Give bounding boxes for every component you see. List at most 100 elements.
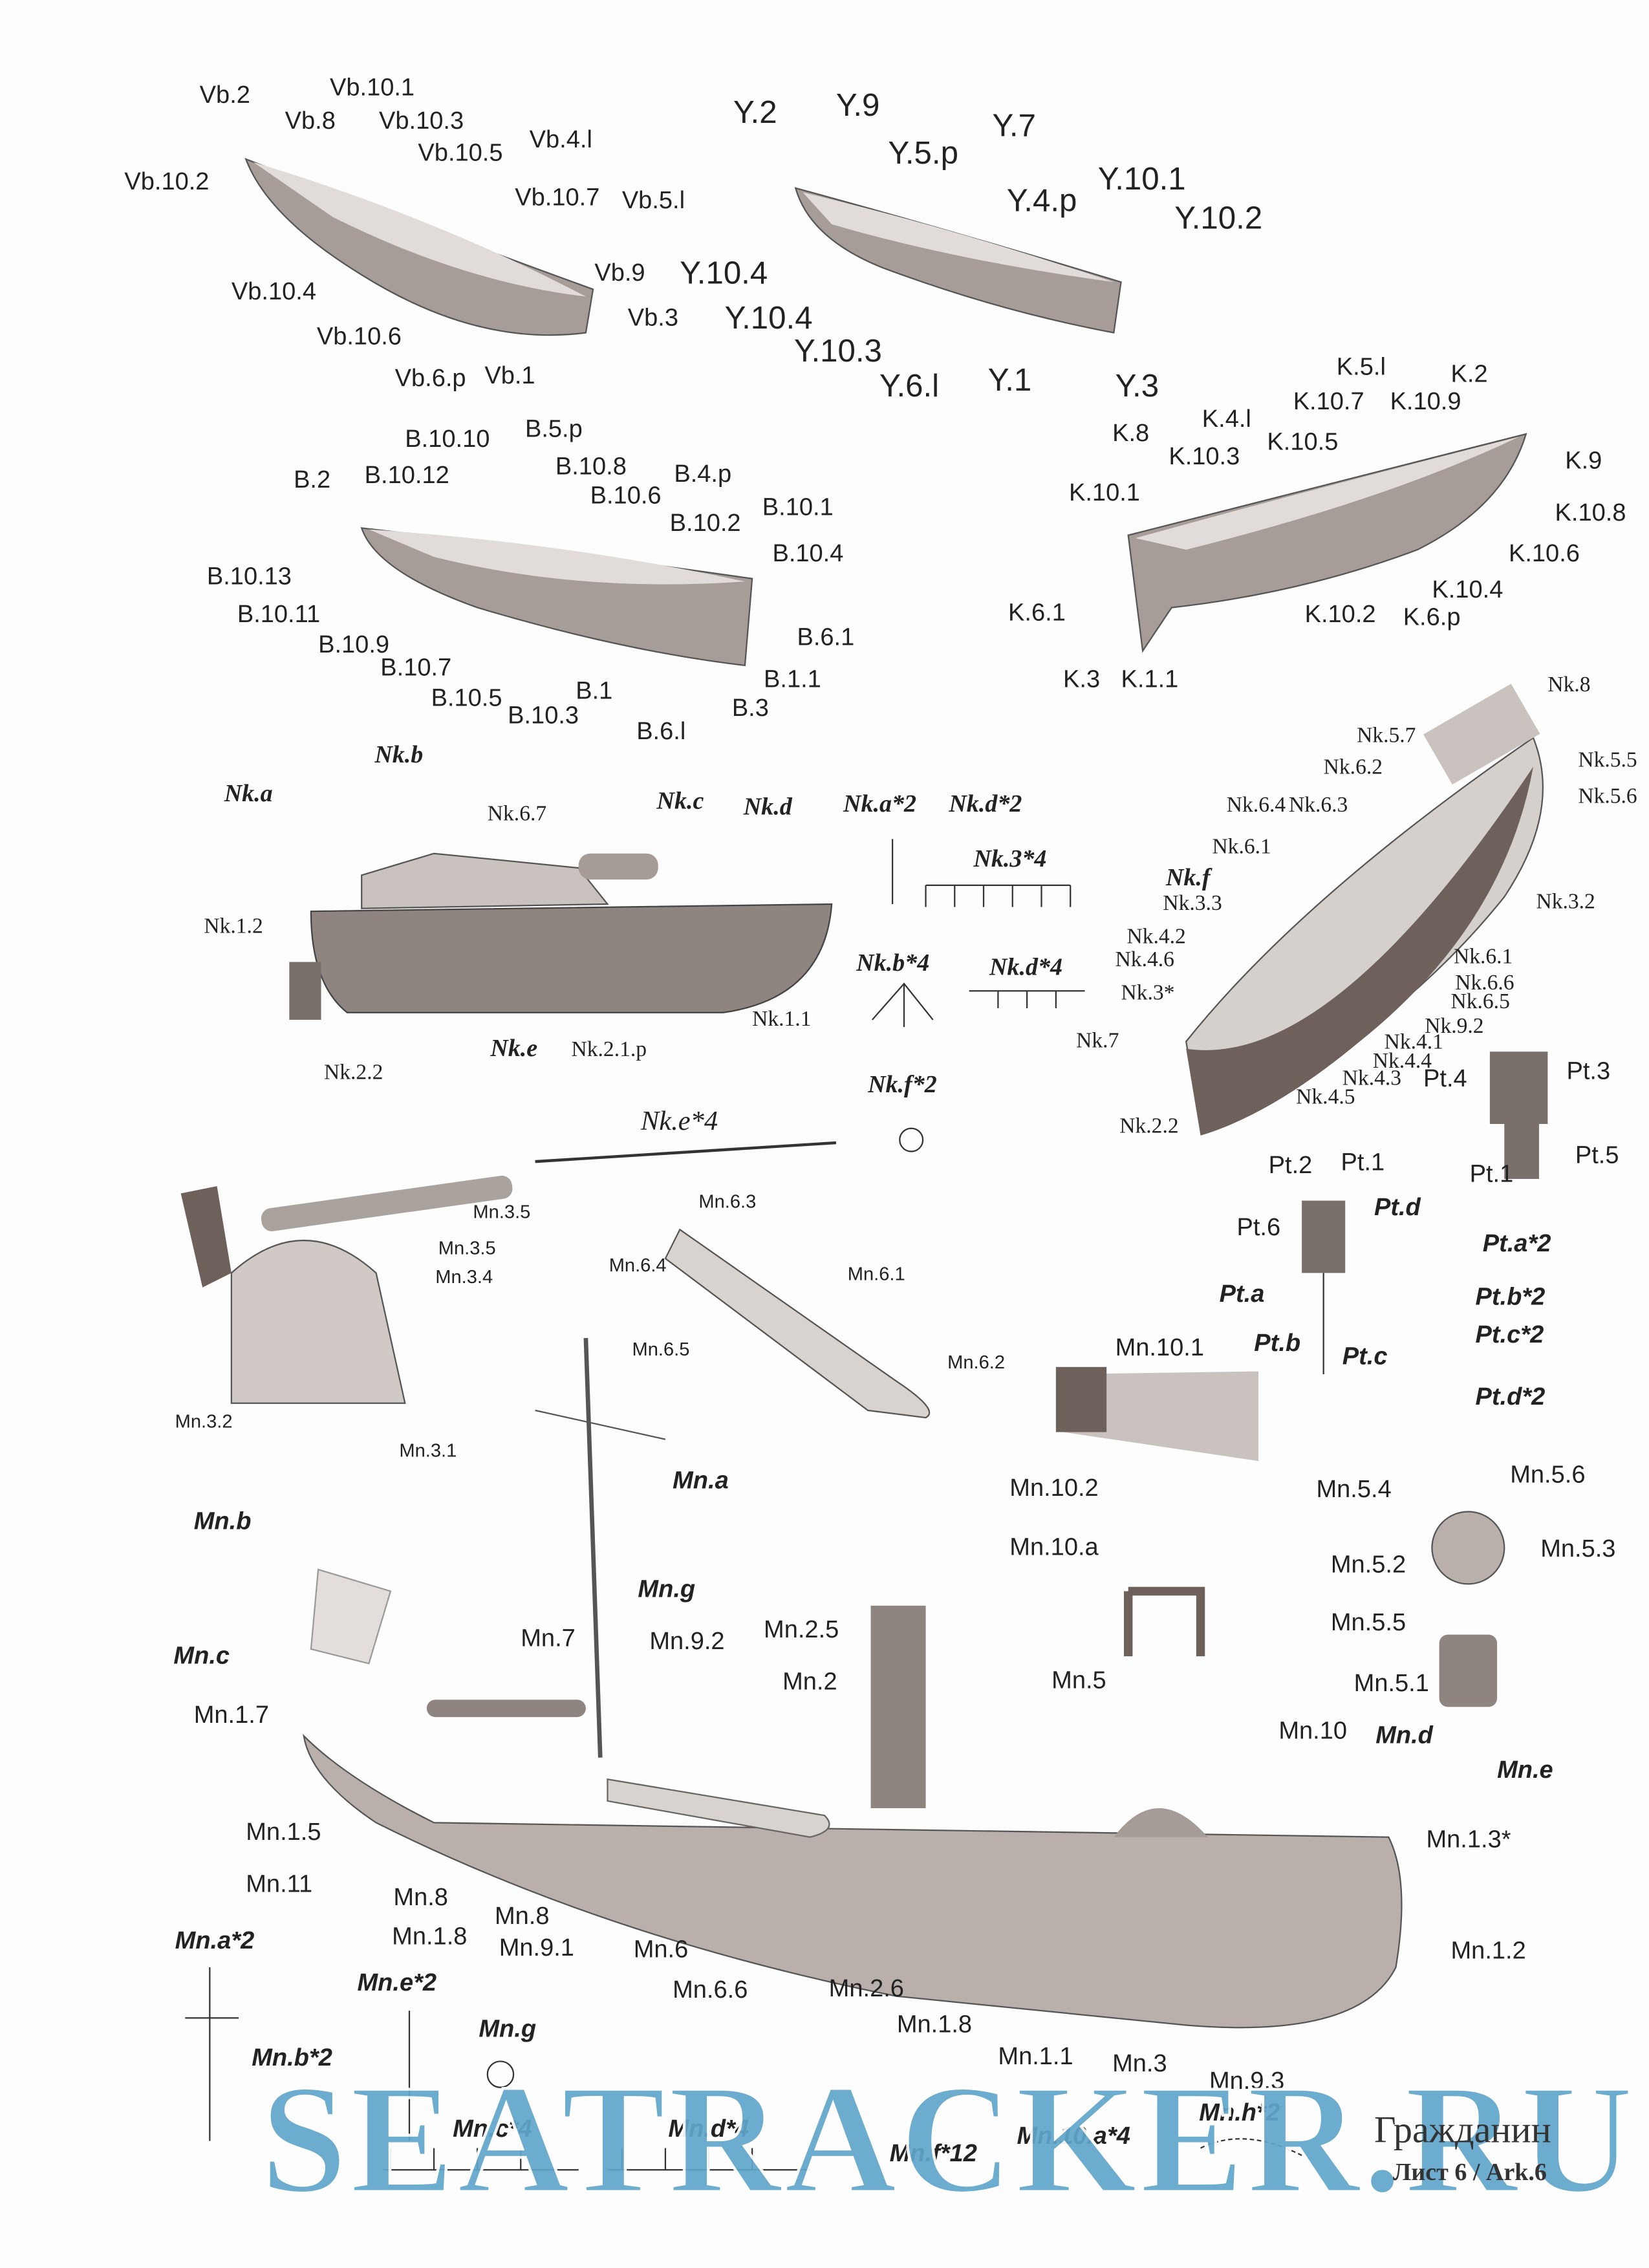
part-label: Mn.6.4 — [609, 1254, 667, 1276]
part-label: Vb.6.p — [394, 364, 466, 393]
part-label: B.10.6 — [590, 481, 662, 510]
part-label: B.3 — [731, 694, 769, 722]
part-label: Pt.6 — [1236, 1213, 1281, 1242]
part-label: Mn.10.a*4 — [1017, 2122, 1130, 2150]
part-label: Mn.1.1 — [998, 2042, 1073, 2070]
part-label: Mn.8 — [494, 1902, 550, 1930]
part-label: Vb.10.5 — [418, 138, 503, 167]
part-label: Nk.b*4 — [856, 949, 930, 977]
part-label: Nk.2.2 — [1119, 1115, 1179, 1139]
misc-parts-drawing — [535, 1337, 1505, 1758]
part-label: B.10.13 — [206, 563, 292, 590]
part-label: Mn.1.8 — [896, 2011, 973, 2038]
part-label: K.10.1 — [1068, 479, 1140, 506]
watermark: SEATRACKER.RU — [259, 2053, 1637, 2228]
part-label: Mn.1.8 — [392, 1922, 468, 1950]
part-label: Nk.f*2 — [868, 1070, 937, 1098]
part-label: Pt.d*2 — [1475, 1383, 1546, 1410]
part-label: Vb.3 — [627, 303, 679, 332]
part-label: Mn.f*12 — [889, 2139, 977, 2167]
part-label: Mn.h*2 — [1199, 2099, 1280, 2127]
part-label: Y.10.4 — [724, 299, 813, 336]
rudder-drawing — [1302, 1052, 1548, 1374]
part-label: K.3 — [1063, 665, 1101, 693]
part-label: Nk.6.3 — [1288, 794, 1348, 817]
boat-b-drawing — [360, 527, 753, 667]
part-label: Mn.a — [673, 1467, 729, 1495]
part-label: K.2 — [1450, 360, 1488, 388]
part-label: Y.10.1 — [1097, 160, 1186, 197]
part-label: Nk.8 — [1547, 674, 1591, 698]
part-label: Mn.g — [479, 2014, 537, 2043]
part-label: K.6.1 — [1008, 599, 1066, 627]
boat-y-drawing — [794, 187, 1122, 334]
launch-side-drawing — [289, 852, 833, 1020]
part-label: K.10.5 — [1267, 428, 1339, 456]
part-label: Nk.c — [656, 786, 704, 815]
part-label: Y.10.2 — [1174, 199, 1263, 236]
part-label: Nk.4.6 — [1115, 949, 1174, 973]
part-label: K.10.6 — [1508, 539, 1580, 567]
part-label: Vb.4.l — [529, 125, 592, 154]
part-label: Mn.5.4 — [1316, 1475, 1392, 1504]
part-label: Mn.c — [173, 1641, 230, 1670]
part-label: Y.9 — [835, 87, 880, 124]
launch-parts-drawing — [535, 839, 1085, 1163]
part-label: B.1.1 — [764, 665, 821, 693]
part-label: Mn.5.6 — [1510, 1461, 1586, 1489]
part-label: B.10.9 — [318, 631, 390, 658]
torpedo-drawing — [664, 1228, 931, 1419]
part-label: Pt.1 — [1469, 1160, 1514, 1188]
part-label: Pt.c — [1342, 1342, 1388, 1370]
part-label: Nk.6.6 — [1455, 972, 1514, 995]
part-label: Mn.b — [193, 1507, 252, 1535]
part-label: Mn.6.6 — [673, 1976, 748, 2003]
part-label: Mn.6.3 — [698, 1190, 757, 1213]
boat-vb-drawing — [244, 158, 594, 336]
part-label: Nk.4.1 — [1384, 1031, 1443, 1055]
part-label: Nk.6.1 — [1212, 836, 1271, 859]
part-label: K.10.8 — [1555, 499, 1626, 527]
part-label: Mn.3.5 — [473, 1200, 531, 1223]
part-label: B.1 — [576, 676, 613, 705]
part-label: K.10.3 — [1169, 442, 1240, 470]
part-label: Nk.2.1.p — [571, 1039, 647, 1062]
part-label: Vb.2 — [199, 81, 250, 109]
part-label: B.2 — [294, 466, 331, 493]
part-label: Mn.g — [638, 1575, 696, 1603]
part-label: B.10.1 — [762, 493, 834, 521]
part-label: Mn.11 — [246, 1870, 313, 1898]
part-label: Y.5.p — [888, 135, 958, 171]
part-label: Y.2 — [733, 94, 777, 131]
part-label: Vb.10.2 — [124, 167, 210, 195]
part-label: Mn.1.2 — [1450, 1937, 1526, 1965]
part-label: Vb.10.3 — [379, 107, 464, 135]
part-label: Mn.2 — [782, 1668, 837, 1696]
part-label: Mn.9.1 — [499, 1934, 574, 1962]
part-label: Nk.7 — [1076, 1030, 1119, 1053]
part-label: Vb.10.6 — [316, 322, 402, 351]
part-label: Nk.2.2 — [324, 1061, 383, 1085]
part-label: K.10.9 — [1390, 387, 1461, 415]
part-label: Mn.9.2 — [649, 1627, 725, 1655]
part-label: Pt.d — [1374, 1193, 1421, 1221]
part-label: Mn.d — [1375, 1721, 1433, 1749]
part-label: B.5.p — [524, 415, 583, 443]
part-label: Nk.6.5 — [1450, 991, 1510, 1014]
part-label: Nk.6.2 — [1323, 756, 1383, 780]
part-label: Mn.10.a — [1009, 1533, 1099, 1561]
part-label: Pt.5 — [1575, 1141, 1619, 1169]
part-label: B.10.3 — [508, 701, 579, 729]
part-label: Nk.3.3 — [1163, 892, 1222, 916]
part-label: Nk.4.5 — [1296, 1086, 1355, 1110]
part-label: K.10.2 — [1304, 600, 1376, 628]
part-label: Y.10.4 — [680, 254, 768, 291]
part-label: Pt.1 — [1341, 1149, 1385, 1176]
part-label: Y.1 — [987, 362, 1032, 398]
part-label: Mn.8 — [393, 1883, 448, 1911]
part-label: Nk.3.2 — [1536, 891, 1595, 914]
part-label: Nk.b — [374, 740, 424, 768]
part-label: Nk.3* — [1121, 982, 1175, 1006]
part-label: Y.10.3 — [794, 332, 882, 369]
part-label: Mn.e — [1497, 1756, 1553, 1784]
